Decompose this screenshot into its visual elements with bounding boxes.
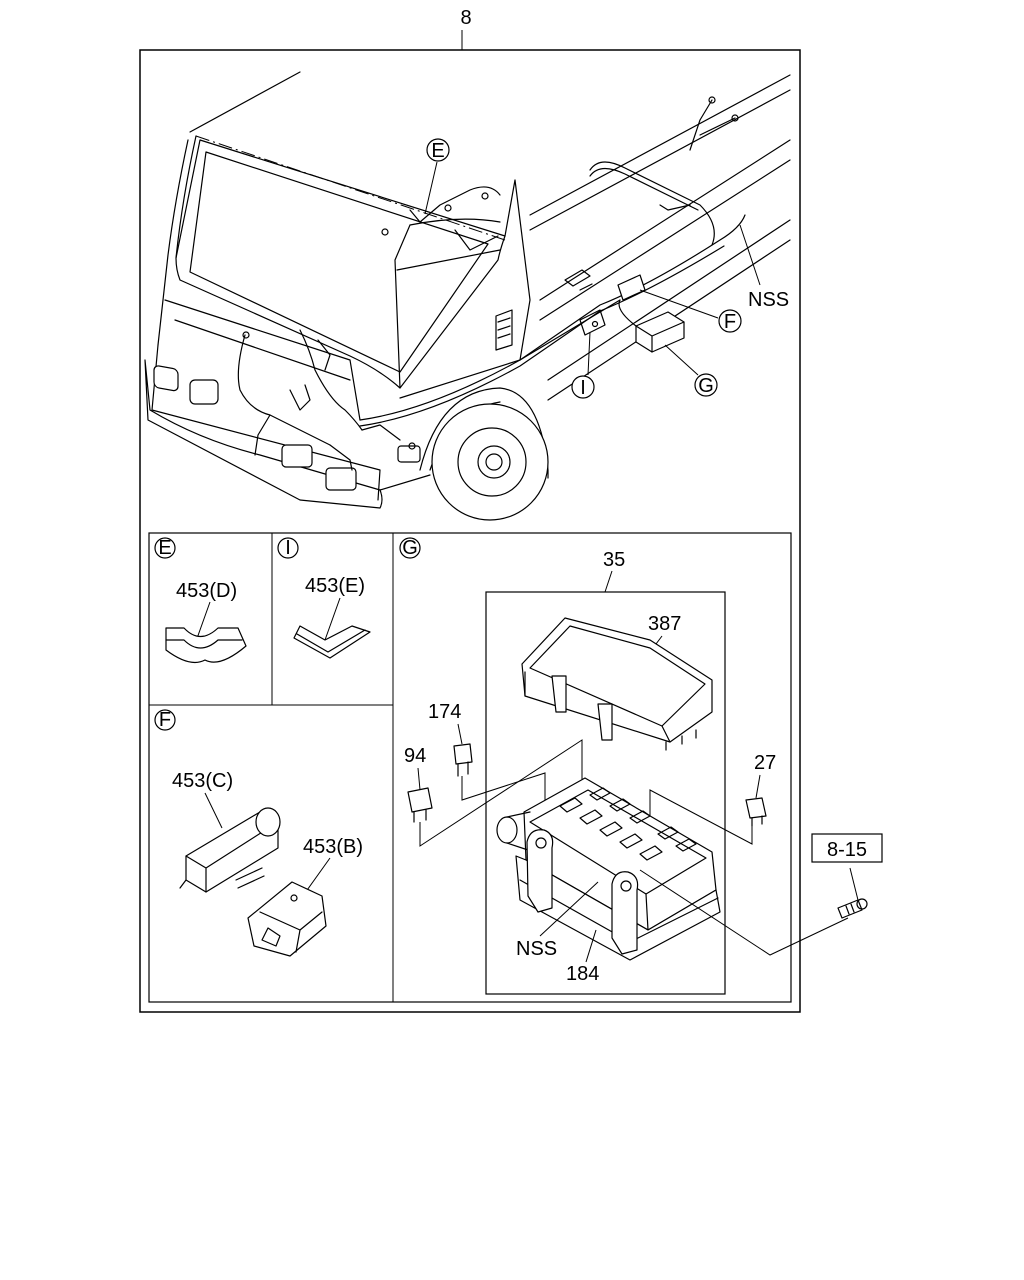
ref-box-label: 8-15: [827, 839, 867, 861]
svg-text:I: I: [285, 537, 291, 559]
fuse-slots: [559, 787, 697, 861]
bolt-reference: 8-15: [639, 833, 883, 956]
nss-label: NSS: [748, 289, 789, 311]
main-frame: [139, 49, 801, 1013]
nss-detail-label: NSS: [516, 938, 557, 960]
part-174-label: 174: [428, 701, 461, 723]
svg-text:F: F: [159, 709, 171, 731]
part-94-label: 94: [404, 745, 426, 767]
main-callout-leaders: [424, 161, 761, 376]
svg-text:F: F: [724, 311, 736, 333]
part-453e-label: 453(E): [305, 575, 365, 597]
detail-f-panel: F 453(C) 453(B): [154, 709, 363, 957]
detail-i-panel: I 453(E): [277, 537, 371, 659]
callout-i: I: [571, 375, 595, 399]
detail-e-panel: E 453(D): [154, 537, 247, 663]
part-387-label: 387: [648, 613, 681, 635]
part-453b-label: 453(B): [303, 836, 363, 858]
detail-g-panel: G 35 387 174 94 27: [399, 537, 776, 995]
part-184-label: 184: [566, 963, 599, 985]
part-27-label: 27: [754, 752, 776, 774]
part-453c-label: 453(C): [172, 770, 233, 792]
fuse-box-frame: [485, 591, 726, 995]
svg-text:G: G: [402, 537, 418, 559]
svg-text:E: E: [431, 140, 444, 162]
callout-e: E: [426, 138, 450, 162]
assembly-number-label: 8: [460, 7, 471, 29]
part-453d-label: 453(D): [176, 580, 237, 602]
part-35-label: 35: [603, 549, 625, 571]
svg-text:E: E: [158, 537, 171, 559]
callout-g: G: [694, 373, 718, 397]
detail-panels-grid: [148, 532, 792, 1003]
svg-text:G: G: [698, 375, 714, 397]
ref-box: [811, 833, 883, 863]
callout-f: F: [718, 309, 742, 333]
truck-illustration: [144, 71, 791, 521]
svg-text:I: I: [580, 377, 586, 399]
